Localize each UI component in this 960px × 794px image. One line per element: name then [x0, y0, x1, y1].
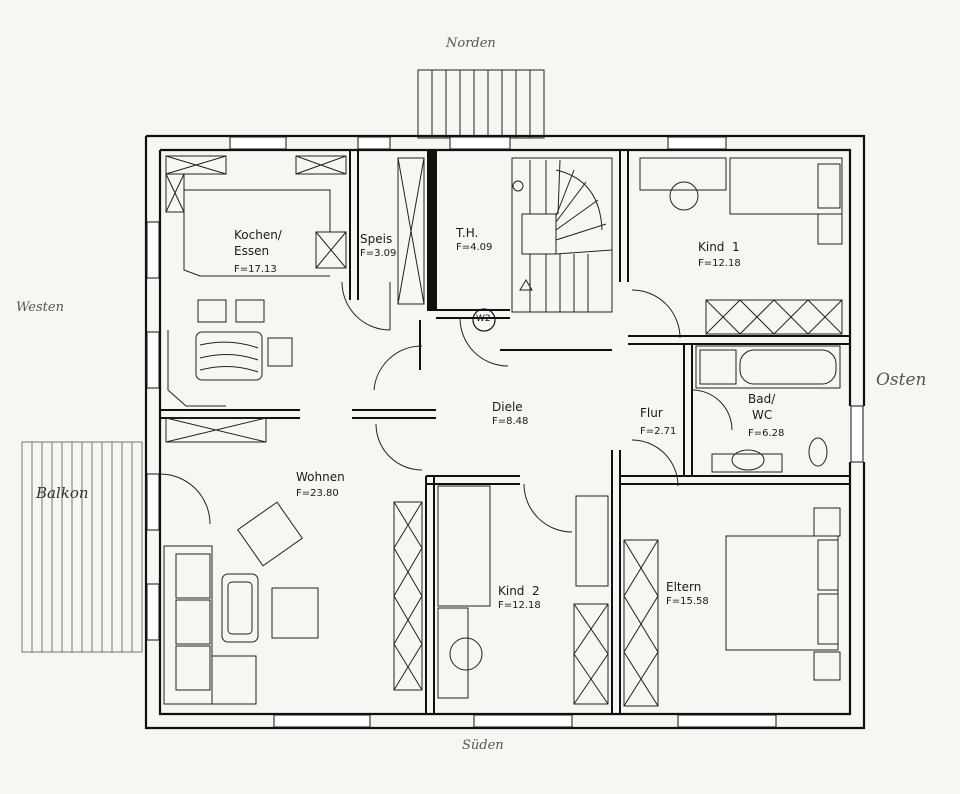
door-swings — [159, 281, 733, 533]
room-kochen-label-2: Essen — [234, 244, 270, 258]
room-th-label: T.H. — [456, 226, 479, 240]
bathroom-fixtures — [695, 345, 841, 473]
compass-west-label: Westen — [16, 300, 64, 315]
room-flur-area: F=2.71 — [640, 426, 677, 437]
kind1-fixtures — [639, 157, 843, 335]
room-wohnen-label: Wohnen — [296, 470, 345, 484]
room-wohnen-area: F=23.80 — [296, 488, 339, 499]
room-eltern-area: F=15.58 — [666, 596, 709, 607]
room-kind2-label: Kind 2 — [498, 584, 540, 598]
pantry-shelf — [397, 157, 425, 305]
room-kind2-area: F=12.18 — [498, 600, 541, 611]
balcony-label: Balkon — [36, 484, 89, 502]
wc-marker-circle — [472, 308, 496, 332]
windows — [146, 136, 864, 728]
compass-south-label: Süden — [462, 738, 504, 753]
north-balcony — [417, 69, 545, 139]
kitchen-fixtures — [165, 155, 347, 443]
room-bad-label-1: Bad/ — [748, 392, 776, 406]
compass-north-label: Norden — [446, 36, 496, 51]
eltern-fixtures — [623, 507, 841, 707]
wc-marker-label: W2 — [476, 314, 491, 324]
room-diele-label: Diele — [492, 400, 523, 414]
room-kind1-area: F=12.18 — [698, 258, 741, 269]
room-flur-label: Flur — [640, 406, 663, 420]
room-bad-label-2: WC — [752, 408, 773, 422]
kind2-fixtures — [437, 485, 609, 705]
room-speis-area: F=3.09 — [360, 248, 397, 259]
room-kochen-area: F=17.13 — [234, 264, 277, 275]
staircase — [511, 157, 613, 313]
room-th-area: F=4.09 — [456, 242, 493, 253]
room-kind1-label: Kind 1 — [698, 240, 740, 254]
room-speis-label: Speis — [360, 232, 393, 246]
room-kochen-label-1: Kochen/ — [234, 228, 282, 242]
room-diele-area: F=8.48 — [492, 416, 529, 427]
room-bad-area: F=6.28 — [748, 428, 785, 439]
west-balcony — [21, 441, 143, 653]
compass-east-label: Osten — [876, 370, 927, 390]
room-eltern-label: Eltern — [666, 580, 702, 594]
outer-walls — [144, 134, 866, 730]
living-fixtures — [163, 501, 423, 705]
